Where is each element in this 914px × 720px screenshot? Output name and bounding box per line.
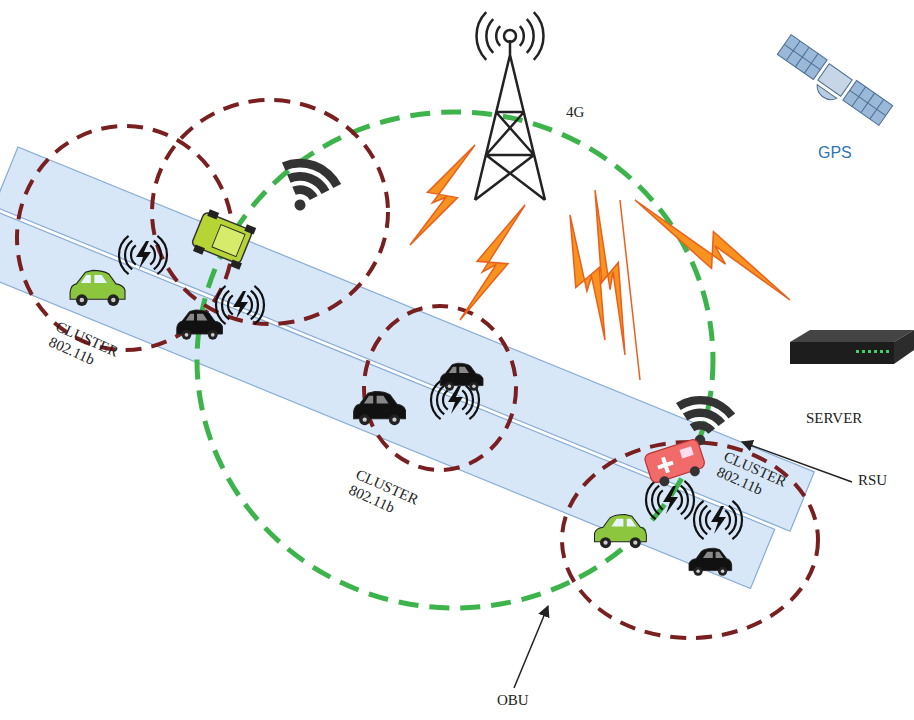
rsu-antenna — [269, 151, 346, 221]
link-bolt — [635, 200, 790, 300]
cluster-circle — [364, 306, 516, 470]
rsu-antenna — [669, 391, 737, 450]
cluster-circle — [562, 442, 818, 638]
link-bolt — [410, 145, 475, 245]
server-box — [790, 330, 914, 364]
obu-signal — [694, 501, 742, 539]
road — [0, 147, 814, 594]
link-bolt — [620, 200, 640, 380]
component-label: OBU — [497, 692, 529, 709]
component-label: RSU — [858, 472, 887, 489]
cluster-circle — [152, 100, 388, 324]
obu-signal — [431, 381, 479, 419]
obu-signal — [119, 236, 167, 274]
tractor-vehicle — [189, 208, 256, 270]
cell-tower — [475, 12, 545, 200]
component-label: GPS — [818, 144, 852, 162]
leader-arrow — [514, 606, 548, 688]
vehicle — [70, 270, 125, 306]
road-lane — [0, 210, 775, 589]
vehicle — [689, 548, 732, 576]
component-label: SERVER — [806, 410, 862, 427]
obu-signal — [216, 286, 264, 324]
coverage-circle — [197, 112, 713, 608]
vehicle — [177, 310, 223, 340]
component-label: 4G — [566, 104, 584, 121]
obu-signal — [646, 481, 694, 519]
vehicle — [440, 363, 483, 391]
link-bolt — [595, 190, 625, 355]
link-bolt — [460, 205, 525, 320]
road-lane — [0, 147, 814, 531]
vehicle — [354, 392, 406, 426]
cluster-label: CLUSTER 802.11b — [346, 466, 426, 527]
ambulance-vehicle — [643, 438, 707, 490]
vehicle — [595, 515, 647, 549]
gps-satellite — [772, 35, 892, 133]
